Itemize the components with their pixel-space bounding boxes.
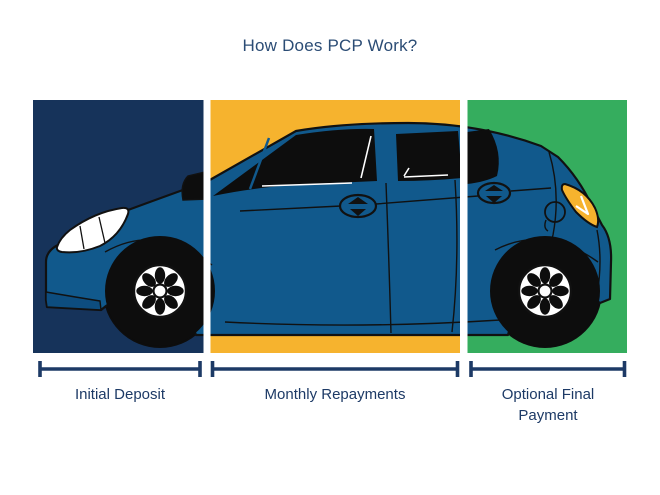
measure-brackets [38, 361, 627, 377]
page-title: How Does PCP Work? [242, 36, 418, 55]
taillight [560, 182, 600, 229]
label-initial-deposit: Initial Deposit [74, 386, 166, 403]
front-wheel [105, 236, 215, 346]
window-highlights [261, 135, 449, 187]
rear-quarter-window [467, 129, 499, 184]
rear-door-window [396, 131, 462, 181]
bracket-optional-final-payment [469, 361, 627, 377]
bracket-monthly-repayments [210, 361, 460, 377]
headlight [55, 206, 130, 254]
fuel-cap [544, 201, 566, 232]
a-pillar-line [248, 137, 271, 190]
panel-gap-right [460, 97, 468, 357]
panel-gap-left [203, 97, 211, 357]
rear-door-handle [476, 181, 512, 205]
front-door-handle [338, 193, 378, 219]
label-optional-final-payment: Optional Final Payment [501, 386, 595, 424]
front-bumper-shade [45, 291, 102, 311]
rear-wheel [490, 236, 600, 346]
bracket-initial-deposit [38, 361, 202, 377]
car-illustration [44, 121, 613, 348]
label-monthly-repayments: Monthly Repayments [264, 386, 406, 403]
